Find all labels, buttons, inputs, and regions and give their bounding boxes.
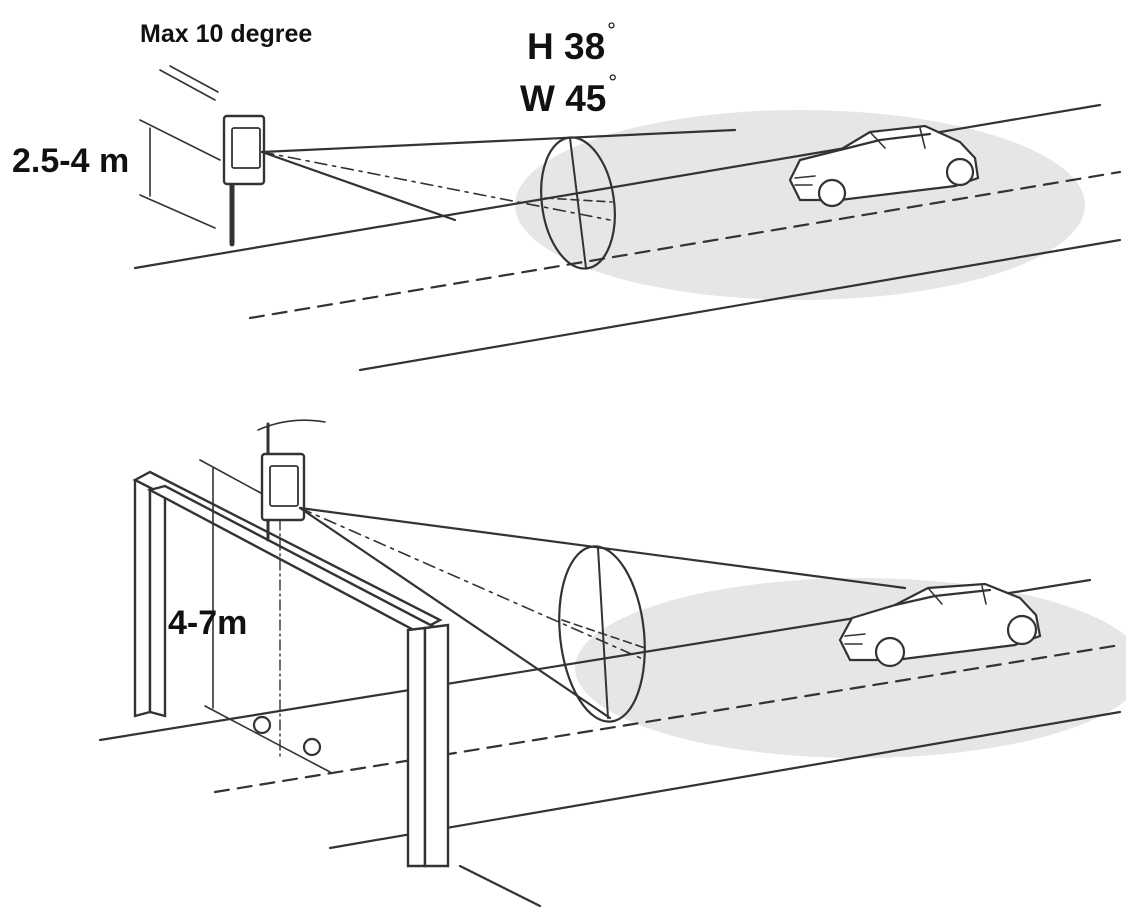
gantry-height-label: 4-7m: [168, 604, 248, 642]
fov-horizontal-label: H 38°: [527, 20, 616, 67]
coverage-area-top: [515, 110, 1085, 300]
fov-horizontal-axis-top: [544, 197, 613, 203]
tilt-arc: [257, 419, 326, 431]
tilt-indicator-line-2: [169, 65, 219, 93]
beam-lower-top: [260, 150, 457, 222]
ground-marker-1: [252, 715, 272, 735]
fov-cross-section-top: [540, 136, 616, 270]
road-edge-top-2: [358, 238, 1122, 372]
degree-symbol-h: °: [607, 18, 616, 43]
height-dim-top: [139, 119, 221, 161]
car-bottom: [838, 582, 1042, 668]
fov-width-label: W 45°: [520, 72, 617, 119]
camera-lens-top: [231, 127, 261, 169]
degree-symbol-w: °: [608, 70, 618, 95]
ground-marker-2: [302, 737, 322, 757]
tilt-indicator-line-1: [159, 69, 216, 101]
road-edge-bottom-2: [328, 710, 1122, 850]
height-dim-top-bottom: [199, 459, 271, 499]
fov-horizontal-axis-bottom: [561, 619, 646, 649]
fov-vertical-axis-top: [569, 137, 587, 269]
gantry: [132, 470, 450, 868]
road-lower-line: [458, 864, 542, 908]
beam-axis-top: [261, 151, 611, 221]
beam-axis-bottom: [299, 507, 646, 661]
car-top: [788, 124, 980, 208]
camera-lens-bottom: [269, 465, 299, 507]
coverage-area-bottom: [575, 578, 1126, 758]
fov-width-value: W 45: [520, 78, 607, 119]
road-center-dashed-bottom: [213, 643, 1122, 794]
beam-upper-top: [260, 128, 737, 154]
fov-cross-section-bottom: [558, 545, 646, 723]
tilt-limit-label: Max 10 degree: [140, 20, 313, 48]
beam-lower-bottom: [298, 506, 612, 720]
fov-horizontal-value: H 38: [527, 26, 606, 67]
height-dim-base-bottom: [204, 705, 331, 773]
road-center-dashed-top: [248, 170, 1122, 320]
height-dim-bottom: [139, 194, 216, 229]
pole-mount-scene: [133, 65, 1122, 372]
pole-height-label: 2.5-4 m: [12, 142, 130, 180]
gantry-mount-scene: [98, 419, 1126, 908]
